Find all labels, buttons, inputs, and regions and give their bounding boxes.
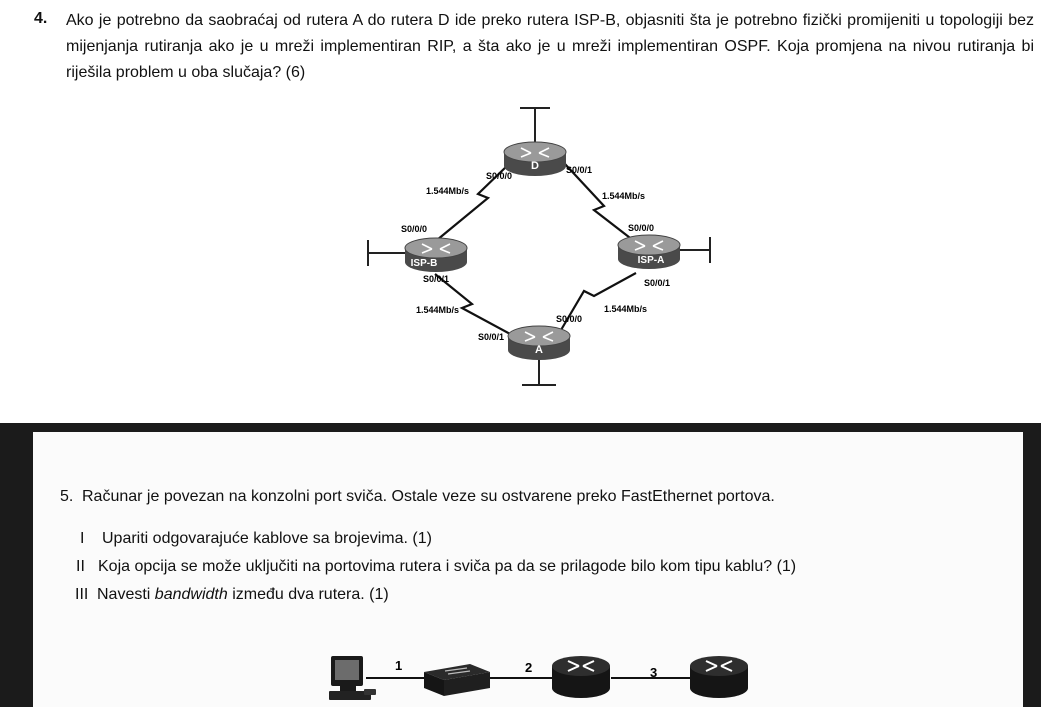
link-d-ispa: [564, 163, 639, 245]
speed-d-ispa: 1.544Mb/s: [602, 191, 645, 201]
pc-icon: [329, 656, 376, 700]
if-d-right: S0/0/1: [566, 165, 592, 175]
item-text: Koja opcija se može uključiti na portovi…: [98, 558, 797, 575]
router-isp-b-icon: ISP-B: [404, 237, 468, 272]
if-d-left: S0/0/0: [486, 171, 512, 181]
exam-page-bottom: [33, 432, 1023, 707]
link-d-ispb: [436, 164, 509, 241]
if-ispa-top: S0/0/0: [628, 223, 654, 233]
router-2-icon: [690, 656, 748, 698]
question-5-number: 5.: [60, 488, 74, 505]
roman-numeral: II: [76, 558, 85, 575]
svg-text:ISP-A: ISP-A: [638, 255, 665, 266]
question-5-item-3: III Navesti bandwidth između dva rutera. …: [75, 586, 389, 604]
item-text: Upariti odgovarajuće kablove sa brojevim…: [102, 530, 432, 547]
link-ispb-a: [434, 273, 513, 336]
router-d-icon: D: [503, 141, 567, 176]
item-text-after: između dva rutera. (1): [227, 586, 389, 603]
router-isp-a-icon: ISP-A: [617, 234, 681, 269]
link-ispa-a: [560, 272, 637, 331]
speed-d-ispb: 1.544Mb/s: [426, 186, 469, 196]
if-ispa-bottom: S0/0/1: [644, 278, 670, 288]
question-5-item-2: II Koja opcija se može uključiti na porto…: [76, 558, 796, 576]
switch-icon: [424, 664, 490, 696]
if-ispb-top: S0/0/0: [401, 224, 427, 234]
svg-text:D: D: [531, 160, 539, 172]
question-4-text: Ako je potrebno da saobraćaj od rutera A…: [66, 12, 1034, 81]
network-topology-diagram: D ISP-B ISP-A A S0/0/0 S0/0/1 S0/0/0 S0/…: [367, 107, 711, 386]
question-5-text: Računar je povezan na konzolni port svič…: [82, 488, 775, 505]
svg-text:ISP-B: ISP-B: [411, 258, 438, 269]
speed-ispb-a: 1.544Mb/s: [416, 305, 459, 315]
question-5-item-1: I Upariti odgovarajuće kablove sa brojevi…: [80, 530, 432, 548]
item-text-italic: bandwidth: [154, 586, 228, 603]
item-text-before: Navesti: [97, 586, 155, 603]
roman-numeral: I: [80, 530, 85, 547]
router-a-icon: A: [507, 325, 571, 360]
if-ispb-bottom: S0/0/1: [423, 274, 449, 284]
cable-diagram: 1 2 3: [329, 656, 748, 700]
roman-numeral: III: [75, 586, 89, 603]
svg-text:A: A: [535, 344, 543, 356]
speed-ispa-a: 1.544Mb/s: [604, 304, 647, 314]
if-a-left: S0/0/1: [478, 332, 504, 342]
cable-label-3: 3: [650, 665, 657, 680]
cable-label-2: 2: [525, 660, 532, 675]
cable-label-1: 1: [395, 658, 402, 673]
question-4-number: 4.: [34, 10, 48, 27]
if-a-right: S0/0/0: [556, 314, 582, 324]
router-1-icon: [552, 656, 610, 698]
